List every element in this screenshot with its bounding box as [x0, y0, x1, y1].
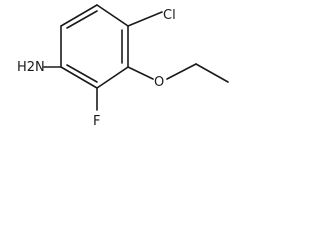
fluorine-label: F — [93, 114, 100, 129]
substituent-bonds — [43, 11, 229, 111]
ether-oxygen-bond — [127, 66, 154, 80]
ring-bond-top-right — [96, 4, 129, 27]
chlorine-bond — [127, 11, 163, 27]
ring-bond-top — [60, 4, 98, 27]
chlorine-label: Cl — [163, 8, 176, 23]
ring-bond-bottom-right — [96, 66, 129, 89]
ethoxy-bond-1 — [166, 63, 197, 80]
benzene-ring — [60, 4, 129, 89]
amine-text: H2N — [17, 60, 45, 75]
chemical-structure: Cl O H2N F — [17, 4, 229, 129]
ether-oxygen-label: O — [154, 75, 164, 90]
ring-bond-bottom-left-inner — [66, 64, 98, 83]
atom-labels: Cl O H2N F — [17, 8, 176, 129]
amine-label: H2N — [17, 60, 45, 75]
ring-bond-bottom-left — [60, 66, 98, 89]
ring-bond-top-inner — [66, 10, 98, 29]
ethoxy-bond-2 — [195, 63, 229, 83]
